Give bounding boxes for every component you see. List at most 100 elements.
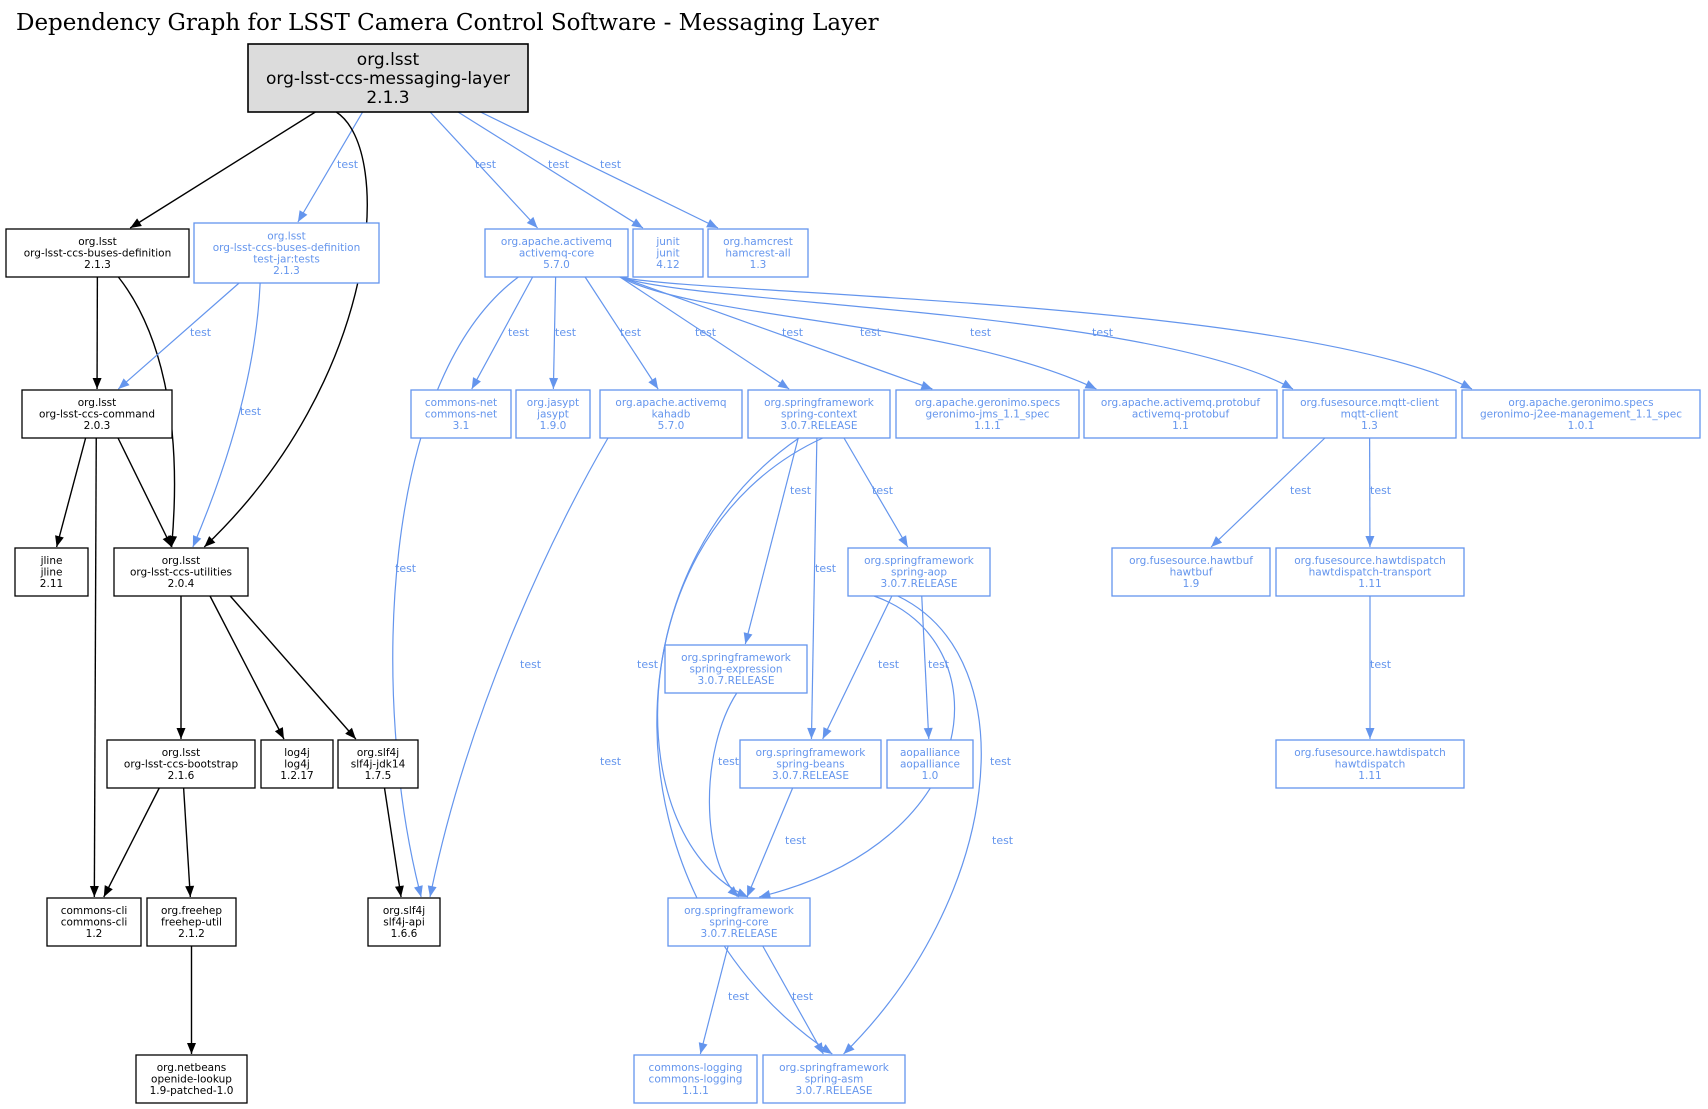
node-spring-expression[interactable]: org.springframeworkspring-expression3.0.… — [664, 644, 808, 694]
node-box — [14, 547, 89, 597]
node-version: 1.2.17 — [280, 770, 313, 782]
arrowhead-icon — [427, 885, 437, 897]
edge-spring-context-to-spring-asm: test — [600, 437, 833, 1055]
node-version: 1.1.1 — [974, 420, 1001, 432]
edge-label: test — [1370, 658, 1392, 671]
edge-line — [229, 595, 357, 740]
node-group-id: org.lsst — [162, 747, 201, 759]
edge-label: test — [728, 990, 750, 1003]
edge-line — [921, 595, 930, 740]
arrowhead-icon — [297, 210, 308, 222]
node-version: 2.1.2 — [178, 928, 205, 940]
node-hawtdispatch[interactable]: org.fusesource.hawtdispatchhawtdispatch1… — [1275, 739, 1465, 789]
node-artifact-id: jasypt — [536, 409, 569, 421]
edge-spring-core-to-commons-logging: test — [698, 945, 750, 1055]
edge-line — [429, 437, 609, 898]
edge-utilities-to-slf4j-jdk14 — [229, 595, 357, 740]
edge-line — [117, 437, 173, 548]
edge-line — [209, 595, 285, 740]
arrowhead-icon — [822, 727, 832, 739]
edge-line — [810, 437, 818, 740]
node-artifact-id: spring-context — [781, 409, 857, 421]
node-artifact-id: activemq-protobuf — [1132, 409, 1230, 421]
node-group-id: log4j — [284, 747, 310, 759]
node-artifact-id: spring-core — [709, 917, 768, 929]
node-box — [1083, 389, 1278, 439]
node-activemq-protobuf[interactable]: org.apache.activemq.protobufactivemq-pro… — [1083, 389, 1278, 439]
edge-label: test — [792, 990, 814, 1003]
node-spring-context[interactable]: org.springframeworkspring-context3.0.7.R… — [747, 389, 891, 439]
node-buses-def-tests[interactable]: org.lsstorg-lsst-ccs-buses-definitiontes… — [193, 222, 380, 284]
node-spring-aop[interactable]: org.springframeworkspring-aop3.0.7.RELEA… — [847, 547, 991, 597]
node-version: 2.0.4 — [168, 578, 195, 590]
edge-line — [656, 437, 800, 898]
node-buses-def[interactable]: org.lsstorg-lsst-ccs-buses-definition2.1… — [5, 228, 190, 278]
edge-label: test — [395, 562, 417, 575]
arrowhead-icon — [274, 727, 284, 739]
arrowhead-icon — [549, 377, 559, 389]
node-spring-core[interactable]: org.springframeworkspring-core3.0.7.RELE… — [667, 897, 811, 947]
node-version: 1.9-patched-1.0 — [150, 1085, 234, 1097]
edge-line — [619, 276, 1097, 390]
edge-label: test — [337, 158, 359, 171]
node-box — [599, 389, 743, 439]
node-box — [484, 228, 629, 278]
arrowhead-icon — [777, 379, 790, 389]
edge-activemq-core-to-kahadb: test — [584, 276, 659, 390]
edge-command-to-jline — [55, 437, 87, 548]
node-artifact-id: spring-aop — [891, 567, 947, 579]
node-version: 1.9.0 — [540, 420, 567, 432]
node-artifact-id: slf4j-jdk14 — [351, 759, 406, 771]
edge-buses-def-tests-to-utilities: test — [192, 282, 262, 548]
node-hawtdispatch-transport[interactable]: org.fusesource.hawtdispatchhawtdispatch-… — [1275, 547, 1465, 597]
node-artifact-id: jline — [40, 567, 63, 579]
edge-utilities-to-log4j — [209, 595, 285, 740]
edge-line — [480, 111, 719, 229]
node-artifact-id: mqtt-client — [1341, 409, 1399, 421]
node-box — [410, 389, 512, 439]
node-box — [106, 739, 256, 789]
node-artifact-id: hawtbuf — [1170, 567, 1213, 579]
node-box — [193, 222, 380, 284]
node-group-id: aopalliance — [900, 747, 960, 759]
node-box — [667, 897, 811, 947]
edge-label: test — [872, 484, 894, 497]
node-netbeans-lookup[interactable]: org.netbeansopenide-lookup1.9-patched-1.… — [135, 1054, 248, 1104]
node-artifact-id: spring-expression — [689, 664, 782, 676]
node-artifact-id: spring-asm — [805, 1074, 864, 1086]
node-artifact-id: openide-lookup — [151, 1074, 232, 1086]
arrowhead-icon — [743, 632, 753, 644]
edge-line — [843, 437, 909, 548]
node-group-id: org.lsst — [357, 50, 420, 70]
node-geronimo-j2ee[interactable]: org.apache.geronimo.specsgeronimo-j2ee-m… — [1461, 389, 1701, 439]
node-geronimo-jms[interactable]: org.apache.geronimo.specsgeronimo-jms_1.… — [895, 389, 1080, 439]
edge-line — [93, 437, 97, 898]
edge-label: test — [790, 484, 812, 497]
node-root[interactable]: org.lsstorg-lsst-ccs-messaging-layer2.1.… — [247, 43, 529, 113]
arrowhead-icon — [1211, 536, 1223, 547]
node-spring-asm[interactable]: org.springframeworkspring-asm3.0.7.RELEA… — [762, 1054, 906, 1104]
node-artifact-id: commons-logging — [649, 1074, 743, 1086]
node-spring-beans[interactable]: org.springframeworkspring-beans3.0.7.REL… — [739, 739, 882, 789]
node-box — [847, 547, 991, 597]
